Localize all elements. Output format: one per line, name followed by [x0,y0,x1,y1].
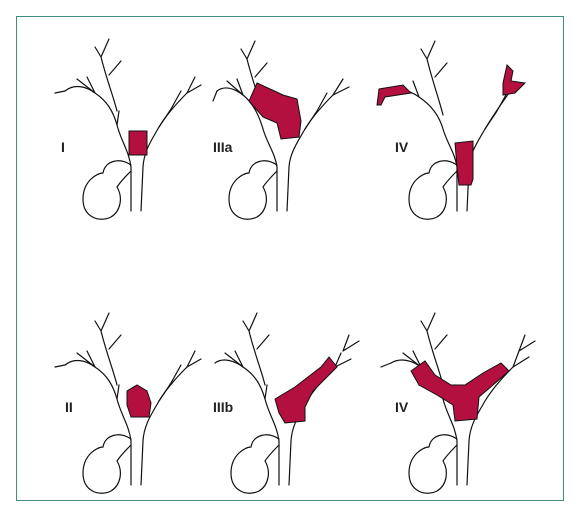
figure-frame: I IIIa [16,16,564,501]
panel-type-II: II [47,305,217,505]
stricture-segment [275,357,337,423]
type-label: IV [395,139,408,155]
panel-type-IIIa: IIIa [213,31,383,231]
panel-type-IV-bottom: IV [375,305,545,505]
type-label: IV [395,399,408,415]
stricture-segment [249,83,301,139]
panel-type-I: I [47,31,217,231]
type-label: IIIb [213,399,233,415]
stricture-segment [503,65,525,95]
biliary-tree-diagram [213,305,383,505]
stricture-segment [455,141,473,185]
stricture-segment [127,385,151,417]
biliary-tree-diagram [47,31,217,231]
biliary-tree-diagram [375,31,545,231]
panel-type-IIIb: IIIb [213,305,383,505]
type-label: I [61,139,65,155]
panel-type-IV-top: IV [375,31,545,231]
stricture-segment [377,85,411,105]
type-label: II [65,399,73,415]
type-label: IIIa [213,139,232,155]
stricture-segment [411,361,509,421]
stricture-segment [129,131,147,155]
biliary-tree-diagram [213,31,383,231]
